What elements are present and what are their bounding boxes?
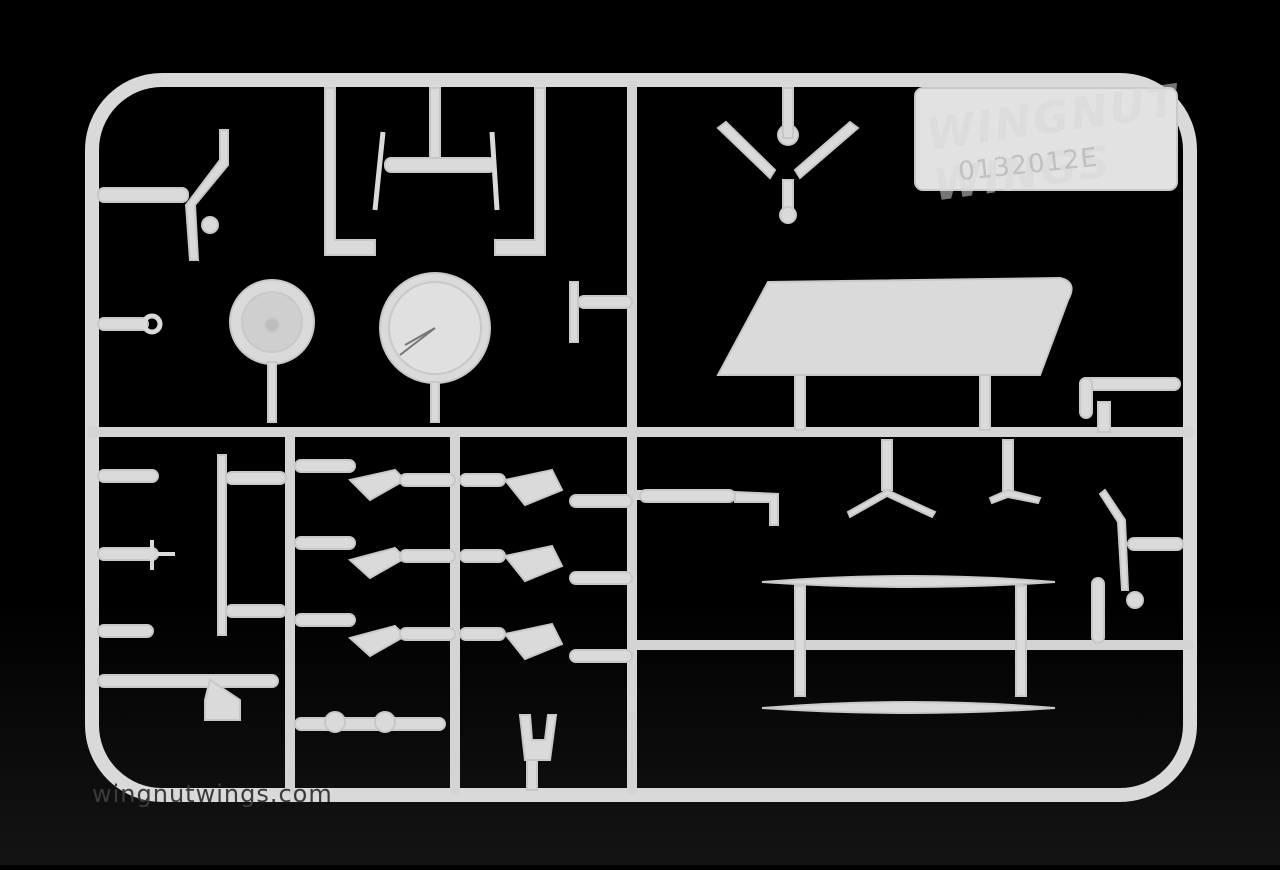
strut-parts	[294, 459, 633, 663]
website-watermark: wingnutwings.com	[92, 780, 333, 808]
logo-plate	[914, 87, 1178, 191]
sprue-runners	[87, 80, 1195, 795]
sprue-parts	[97, 87, 1184, 791]
sprue-outer-frame	[85, 73, 1197, 802]
